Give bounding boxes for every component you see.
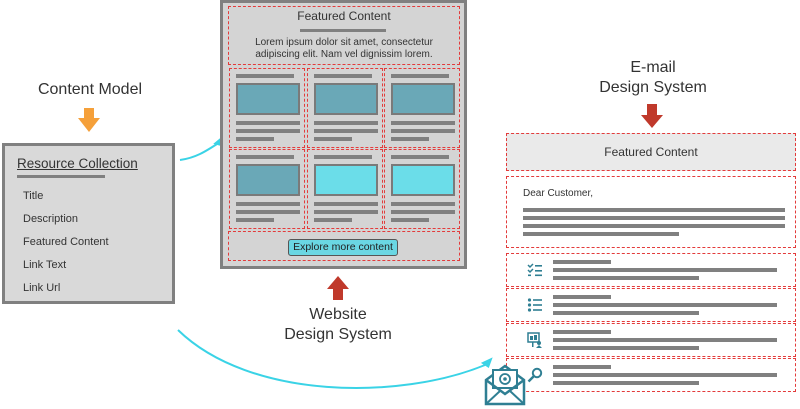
website-caption-line2: Design System [284, 326, 392, 343]
card-title-bar [314, 155, 372, 159]
card-text-bar [314, 202, 378, 206]
row-text-bar [553, 303, 777, 307]
resource-title-underline-bar [17, 175, 105, 178]
card-text-bar [236, 137, 274, 141]
website-content-card [229, 149, 305, 229]
field-link-url: Link Url [23, 282, 61, 294]
card-text-bar [236, 210, 300, 214]
explore-more-button[interactable]: Explore more content [288, 239, 398, 256]
card-thumbnail [391, 164, 455, 196]
card-text-bar [391, 137, 429, 141]
website-mockup [220, 0, 467, 269]
email-body-bar [523, 216, 785, 220]
checklist-icon [527, 263, 542, 277]
card-text-bar [314, 137, 352, 141]
connector-resource-to-email [177, 329, 486, 389]
email-row-checklist [506, 253, 796, 287]
website-content-card [384, 149, 460, 229]
field-link-text: Link Text [23, 259, 67, 271]
website-caption-line1: Website [309, 306, 367, 323]
email-body-bar [523, 232, 679, 236]
connector-arrowhead-email [480, 357, 493, 369]
row-title-bar [553, 330, 611, 334]
website-content-card [307, 149, 383, 229]
card-text-bar [391, 129, 455, 133]
card-text-bar [391, 210, 455, 214]
email-body-bar [523, 208, 785, 212]
card-text-bar [314, 218, 352, 222]
email-row-presentation [506, 323, 796, 357]
connector-arrowhead-website [213, 137, 222, 147]
email-row-search [506, 358, 796, 392]
card-text-bar [236, 121, 300, 125]
arrow-down-icon [641, 104, 663, 128]
website-featured-section [228, 6, 460, 65]
card-text-bar [391, 218, 429, 222]
card-text-bar [391, 202, 455, 206]
card-title-bar [391, 155, 449, 159]
content-model-label: Content Model [37, 81, 143, 98]
card-thumbnail [236, 83, 300, 115]
presentation-icon [527, 332, 542, 348]
email-caption-line2: Design System [599, 79, 707, 96]
website-title-bar [300, 29, 386, 32]
email-body-bar [523, 224, 785, 228]
website-content-card [384, 68, 460, 148]
resource-collection-title: Resource Collection [17, 156, 138, 171]
row-text-bar [553, 311, 699, 315]
website-featured-body: Lorem ipsum dolor sit amet, consectetur … [255, 37, 433, 60]
card-title-bar [391, 74, 449, 78]
list-icon [527, 298, 542, 312]
card-text-bar [236, 129, 300, 133]
arrow-up-icon [327, 276, 349, 300]
website-content-card [307, 68, 383, 148]
row-text-bar [553, 373, 777, 377]
email-caption-line1: E-mail [630, 59, 676, 76]
card-text-bar [314, 129, 378, 133]
website-button-section [228, 231, 460, 261]
card-thumbnail [314, 164, 378, 196]
card-text-bar [236, 218, 274, 222]
email-featured-header: Featured Content [506, 133, 796, 171]
field-description: Description [23, 213, 79, 225]
card-thumbnail [314, 83, 378, 115]
card-text-bar [314, 210, 378, 214]
field-featured-content: Featured Content [23, 236, 109, 248]
email-envelope-icon [484, 364, 526, 406]
arrow-down-icon [78, 108, 100, 132]
website-featured-title: Featured Content [297, 9, 391, 23]
row-text-bar [553, 268, 777, 272]
row-text-bar [553, 346, 699, 350]
website-content-card [229, 68, 305, 148]
card-title-bar [236, 74, 294, 78]
row-text-bar [553, 276, 699, 280]
search-icon [527, 367, 543, 383]
card-title-bar [236, 155, 294, 159]
card-text-bar [391, 121, 455, 125]
resource-collection-box: Resource Collection Title Description Fe… [2, 143, 175, 304]
card-title-bar [314, 74, 372, 78]
email-row-list [506, 288, 796, 322]
card-thumbnail [391, 83, 455, 115]
row-text-bar [553, 338, 777, 342]
card-thumbnail [236, 164, 300, 196]
row-title-bar [553, 365, 611, 369]
connector-resource-to-website [179, 141, 221, 161]
row-text-bar [553, 381, 699, 385]
field-title: Title [23, 190, 44, 202]
card-text-bar [314, 121, 378, 125]
row-title-bar [553, 295, 611, 299]
email-greeting: Dear Customer, [523, 188, 594, 199]
email-greeting-section [506, 176, 796, 248]
row-title-bar [553, 260, 611, 264]
card-text-bar [236, 202, 300, 206]
